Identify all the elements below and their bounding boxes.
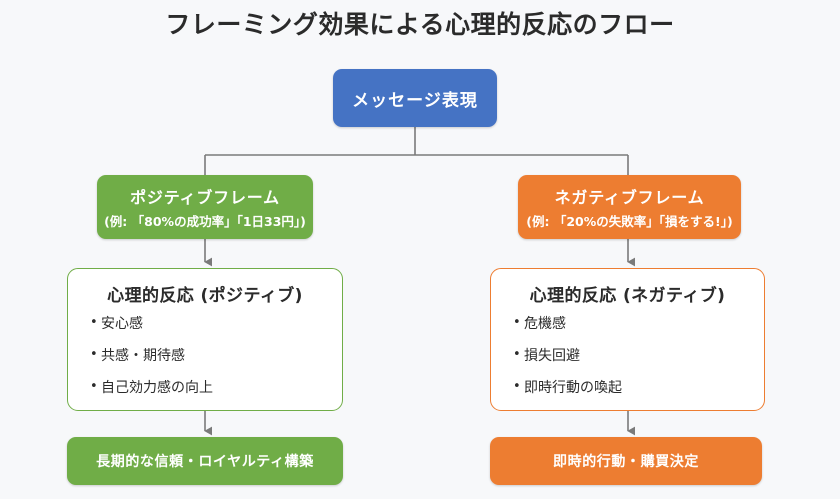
panel-negative-reaction-list: 危機感 損失回避 即時行動の喚起 bbox=[491, 315, 764, 396]
node-negative-outcome[interactable]: 即時的行動・購買決定 bbox=[490, 437, 762, 485]
node-message-expression-label: メッセージ表現 bbox=[352, 90, 478, 111]
branch-connector bbox=[204, 127, 629, 175]
panel-positive-reaction[interactable]: 心理的反応 (ポジティブ) 安心感 共感・期待感 自己効力感の向上 bbox=[67, 268, 343, 411]
list-item: 危機感 bbox=[513, 315, 764, 332]
node-negative-outcome-label: 即時的行動・購買決定 bbox=[553, 454, 699, 470]
list-item: 安心感 bbox=[90, 315, 342, 332]
panel-positive-reaction-title: 心理的反応 (ポジティブ) bbox=[107, 286, 303, 306]
node-positive-frame-label: ポジティブフレーム bbox=[130, 188, 280, 207]
node-negative-frame[interactable]: ネガティブフレーム (例: 「20%の失敗率」「損をする!」) bbox=[518, 175, 741, 239]
list-item: 共感・期待感 bbox=[90, 347, 342, 364]
panel-positive-reaction-list: 安心感 共感・期待感 自己効力感の向上 bbox=[68, 315, 342, 396]
page-title: フレーミング効果による心理的反応のフロー bbox=[165, 10, 675, 39]
node-message-expression[interactable]: メッセージ表現 bbox=[333, 69, 497, 127]
node-positive-frame[interactable]: ポジティブフレーム (例: 「80%の成功率」「1日33円」) bbox=[97, 175, 313, 239]
list-item: 即時行動の喚起 bbox=[513, 379, 764, 396]
node-positive-frame-example: (例: 「80%の成功率」「1日33円」) bbox=[104, 214, 306, 229]
node-positive-outcome-label: 長期的な信頼・ロイヤルティ構築 bbox=[96, 454, 314, 470]
node-negative-frame-label: ネガティブフレーム bbox=[554, 188, 705, 207]
list-item: 自己効力感の向上 bbox=[90, 379, 342, 396]
panel-negative-reaction-title: 心理的反応 (ネガティブ) bbox=[529, 286, 726, 306]
node-positive-outcome[interactable]: 長期的な信頼・ロイヤルティ構築 bbox=[67, 437, 343, 485]
list-item: 損失回避 bbox=[513, 347, 764, 364]
panel-negative-reaction[interactable]: 心理的反応 (ネガティブ) 危機感 損失回避 即時行動の喚起 bbox=[490, 268, 765, 411]
node-negative-frame-example: (例: 「20%の失敗率」「損をする!」) bbox=[526, 214, 733, 229]
